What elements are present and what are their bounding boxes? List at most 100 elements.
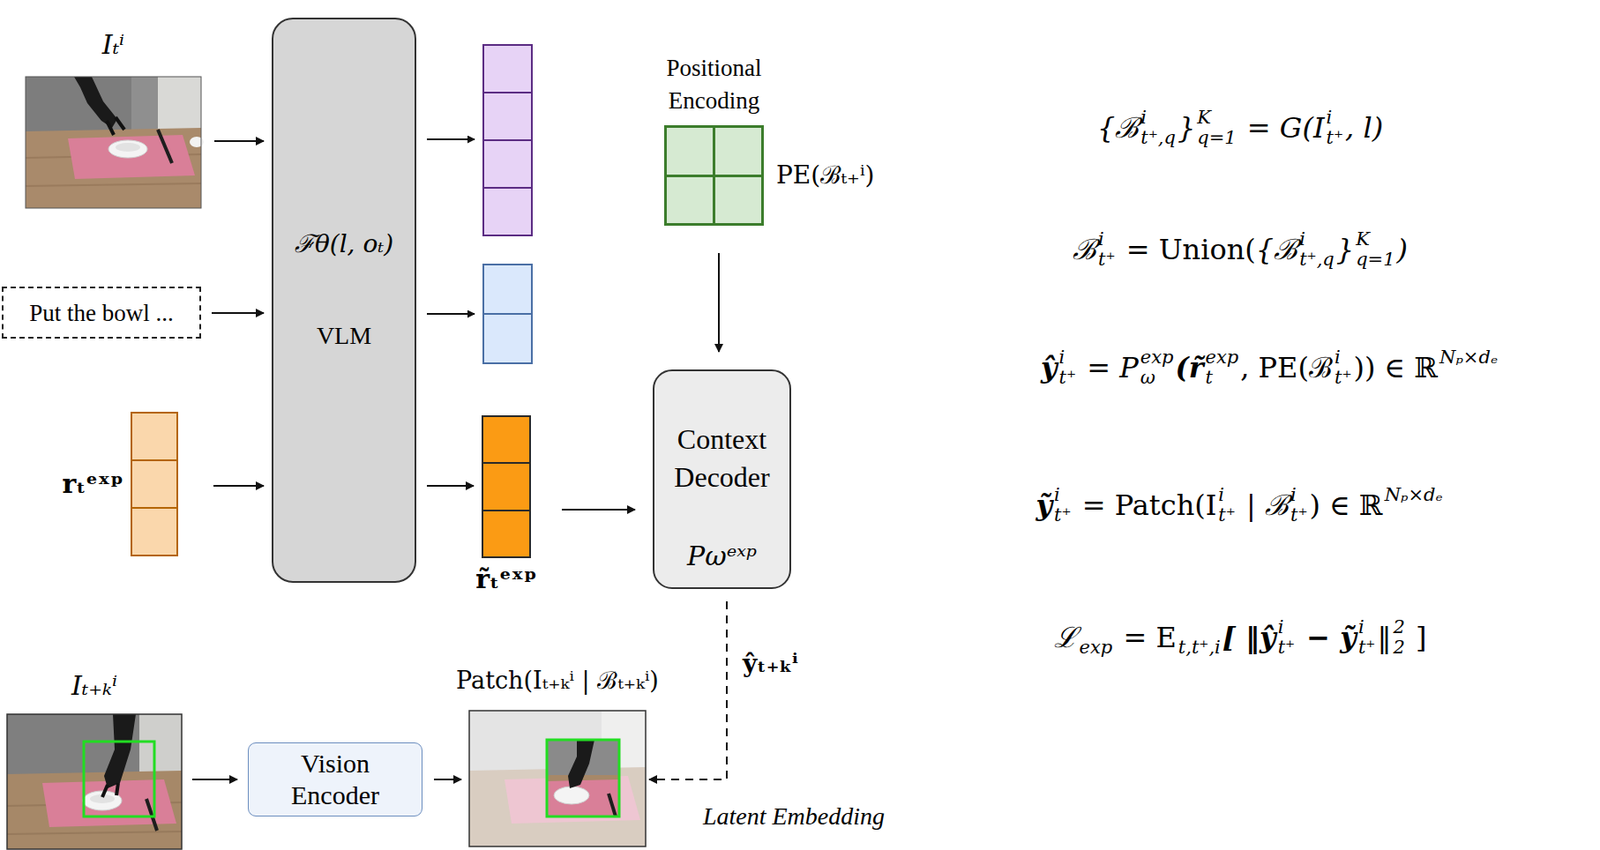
equation-term: , l) bbox=[1345, 111, 1384, 145]
equation: {ℬit⁺,q}Kq=1 = G(Iit⁺, l) bbox=[1097, 107, 1384, 149]
equation: ỹit⁺ = Patch(Iit⁺ | ℬit⁺) ∈ ℝNₚ×dₑ bbox=[1035, 485, 1444, 526]
image-label: Iₜ₊ₖⁱ bbox=[71, 670, 118, 703]
script-text: t⁺ bbox=[1054, 505, 1072, 526]
positional-encoding-grid: Positional EncodingPE(ℬₜ₊ⁱ) bbox=[664, 125, 764, 226]
script-text: t⁺ bbox=[1326, 127, 1345, 149]
image-label: Iₜⁱ bbox=[102, 29, 125, 61]
equation-term: (r̃ bbox=[1175, 351, 1204, 385]
equation-term: = G(I bbox=[1238, 111, 1325, 145]
scene-image: Iₜⁱ bbox=[25, 76, 202, 209]
script-stack: it⁺ bbox=[1358, 617, 1376, 658]
patch-image: Patch(Iₜ₊ₖⁱ | ℬₜ₊ₖⁱ) bbox=[469, 710, 646, 847]
script-text: t⁺,q bbox=[1140, 127, 1176, 149]
equation-term: = Patch(I bbox=[1073, 488, 1218, 523]
token-label: rₜᵉˣᵖ bbox=[62, 468, 124, 501]
arrow-connector bbox=[211, 312, 264, 315]
token-cell bbox=[481, 462, 531, 511]
script-text: Nₚ×dₑ bbox=[1384, 485, 1443, 506]
script-stack: t,t⁺,i bbox=[1178, 617, 1221, 658]
script-text: i bbox=[1358, 617, 1365, 638]
script-text: t bbox=[1205, 367, 1213, 389]
script-text: t⁺ bbox=[1358, 637, 1376, 658]
script-stack: it⁺,q bbox=[1299, 229, 1335, 270]
scene-image: Iₜ₊ₖⁱ bbox=[7, 714, 182, 850]
script-text: ω bbox=[1140, 367, 1156, 389]
script-text: t,t⁺,i bbox=[1178, 637, 1221, 658]
token-cell bbox=[712, 174, 764, 227]
equation-term: = Union( bbox=[1116, 232, 1256, 267]
equation-term: {ℬ bbox=[1256, 232, 1298, 267]
grid-title: Positional Encoding bbox=[630, 52, 799, 117]
output-arrow bbox=[426, 138, 475, 141]
output-arrow bbox=[426, 313, 475, 315]
script-stack: it⁺ bbox=[1098, 229, 1116, 270]
equation-term: } bbox=[1177, 111, 1196, 145]
script-stack: it⁺ bbox=[1326, 107, 1345, 149]
image-label: Patch(Iₜ₊ₖⁱ | ℬₜ₊ₖⁱ) bbox=[456, 666, 659, 696]
equation-term: ŷ bbox=[1040, 351, 1058, 385]
vlm-block: ℱθ(l, oₜ)VLM bbox=[271, 17, 417, 584]
script-stack: it⁺ bbox=[1054, 485, 1072, 526]
arrow-connector bbox=[214, 140, 264, 143]
script-stack: expt bbox=[1205, 347, 1240, 389]
script-text: i bbox=[1059, 347, 1066, 368]
equation-term: ] bbox=[1406, 620, 1428, 655]
script-stack: it⁺ bbox=[1278, 617, 1296, 658]
script-text: t⁺ bbox=[1098, 249, 1116, 270]
script-text: Nₚ×dₑ bbox=[1439, 347, 1498, 368]
script-text: i bbox=[1326, 107, 1333, 128]
token-cell bbox=[664, 174, 716, 227]
equation-term: ) bbox=[1397, 232, 1408, 267]
token-stack bbox=[483, 44, 532, 236]
equation-term: [ ‖ŷ bbox=[1222, 620, 1277, 655]
model-formula: ℱθ(l, oₜ) bbox=[273, 229, 415, 260]
equation-term: = E bbox=[1114, 620, 1177, 655]
token-cell bbox=[481, 509, 531, 559]
grid-label: PE(ℬₜ₊ⁱ) bbox=[776, 160, 875, 191]
robot-scene-photo bbox=[7, 714, 182, 850]
annotation-text: Latent Embedding bbox=[702, 801, 885, 832]
robot-scene-photo bbox=[25, 76, 204, 209]
equation-term: } bbox=[1336, 232, 1354, 267]
token-cell bbox=[664, 125, 716, 178]
dashed-connector bbox=[649, 601, 727, 780]
equation-term: ℒ bbox=[1054, 620, 1078, 655]
script-text: i bbox=[1140, 107, 1147, 128]
script-text: 2 bbox=[1392, 637, 1405, 658]
equation-term: | ℬ bbox=[1237, 488, 1289, 523]
equation-term: ‖ bbox=[1376, 620, 1391, 655]
equation-term: ỹ bbox=[1035, 488, 1053, 523]
token-label: r̃ₜᵉˣᵖ bbox=[475, 563, 537, 596]
script-text: i bbox=[1290, 485, 1297, 506]
equation-term: , PE(ℬ bbox=[1240, 351, 1333, 385]
script-stack: it⁺ bbox=[1059, 347, 1077, 389]
token-stack: r̃ₜᵉˣᵖ bbox=[481, 415, 531, 559]
script-stack: exp bbox=[1079, 617, 1114, 658]
script-text: t⁺ bbox=[1290, 505, 1309, 526]
script-text: 2 bbox=[1392, 617, 1405, 638]
script-text: t⁺ bbox=[1218, 505, 1236, 526]
arrow-connector bbox=[426, 485, 474, 487]
script-text: exp bbox=[1205, 347, 1240, 368]
token-cell bbox=[481, 415, 531, 464]
token-stack bbox=[483, 264, 532, 364]
token-cell bbox=[130, 507, 179, 557]
script-stack: it⁺ bbox=[1290, 485, 1309, 526]
script-text: exp bbox=[1140, 347, 1174, 368]
script-text: q=1 bbox=[1355, 249, 1395, 270]
script-stack: Kq=1 bbox=[1355, 229, 1395, 270]
equation: ŷit⁺ = Pexpω(r̃expt, PE(ℬit⁺)) ∈ ℝNₚ×dₑ bbox=[1040, 347, 1500, 389]
instruction-text: Put the bowl ... bbox=[29, 298, 174, 327]
equation-term: − ỹ bbox=[1296, 620, 1357, 655]
patch-photo bbox=[469, 710, 646, 847]
instruction-box: Put the bowl ... bbox=[1, 286, 202, 339]
equation: ℬit⁺ = Union({ℬit⁺,q}Kq=1) bbox=[1072, 229, 1408, 270]
script-text: K bbox=[1196, 107, 1212, 128]
script-text: i bbox=[1299, 229, 1306, 250]
token-cell bbox=[130, 411, 179, 462]
equation-term: {ℬ bbox=[1097, 111, 1139, 145]
script-stack: Kq=1 bbox=[1196, 107, 1236, 149]
encoder-block: Vision Encoder bbox=[247, 742, 423, 817]
script-stack: it⁺ bbox=[1218, 485, 1236, 526]
